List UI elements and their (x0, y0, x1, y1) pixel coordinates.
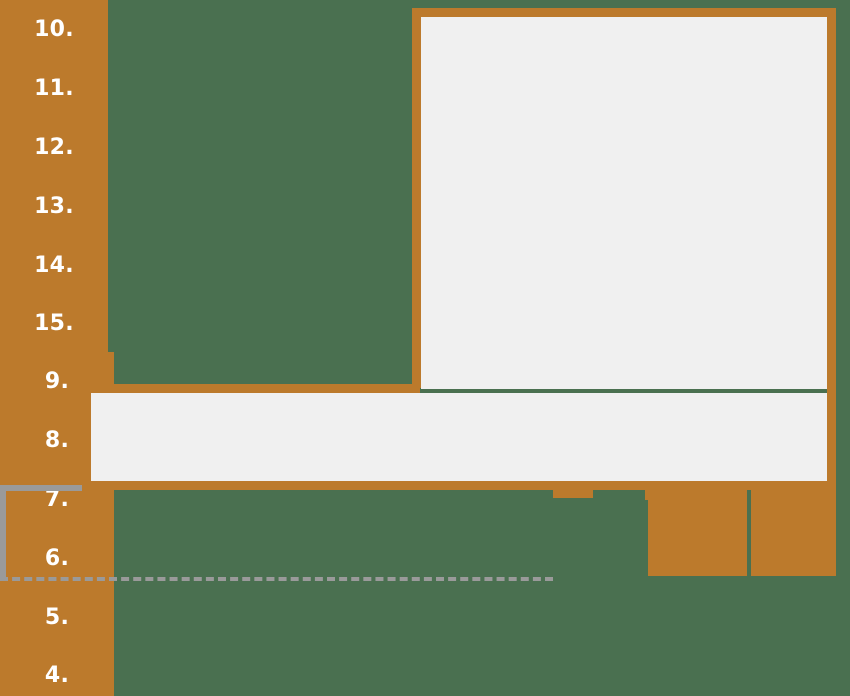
site-boundary-dashed (0, 577, 553, 581)
room-4-label: 4. (44, 662, 70, 688)
room-14[interactable]: 14. (0, 236, 108, 295)
room-10[interactable]: 10. (0, 0, 108, 59)
room-11[interactable]: 11. (0, 59, 108, 118)
room-4[interactable]: 4. (0, 647, 114, 696)
wall-leftwing-left (82, 384, 91, 490)
garage-divider-stub (645, 484, 651, 500)
room-15-label: 15. (34, 310, 74, 336)
room-10-label: 10. (34, 16, 74, 42)
room-5[interactable]: 5. (0, 588, 114, 647)
corridor-floor-upper (421, 17, 827, 389)
wall-upper-left (412, 8, 421, 388)
site-boundary-top (0, 485, 82, 491)
room-6-label: 6. (44, 545, 70, 571)
room-7-label: 7. (44, 486, 70, 512)
lower-right-block-right (751, 484, 836, 576)
room-14-label: 14. (34, 252, 74, 278)
wall-leftwing-top (82, 384, 420, 393)
wall-right (827, 8, 836, 490)
corridor-floor-leftwing (91, 393, 827, 481)
room-8-label: 8. (44, 427, 70, 453)
room-11-label: 11. (34, 75, 74, 101)
lower-right-block-left (648, 484, 747, 576)
garage-1-notch (553, 484, 593, 498)
room-12-label: 12. (34, 134, 74, 160)
site-boundary-left (0, 485, 6, 579)
room-9-label: 9. (44, 368, 70, 394)
wall-upper-top (412, 8, 836, 17)
room-12[interactable]: 12. (0, 118, 108, 177)
room-5-label: 5. (44, 604, 70, 630)
room-15[interactable]: 15. (0, 295, 108, 352)
room-13[interactable]: 13. (0, 177, 108, 236)
wall-bottom (82, 481, 836, 490)
room-13-label: 13. (34, 193, 74, 219)
